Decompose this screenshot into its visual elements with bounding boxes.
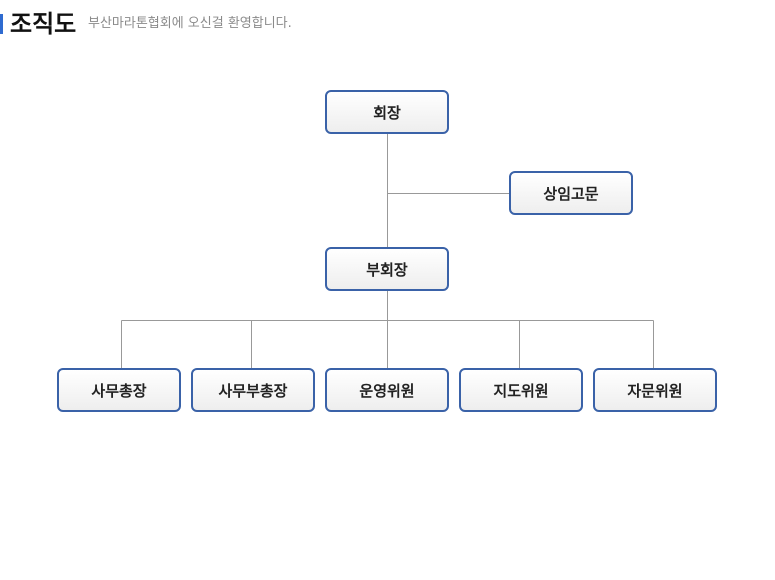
node-advisory-committee: 자문위원 <box>593 368 717 412</box>
node-steering-committee-label: 운영위원 <box>359 381 415 400</box>
node-chairman-label: 회장 <box>373 103 401 122</box>
node-secretary-general-label: 사무총장 <box>91 381 147 400</box>
node-chairman: 회장 <box>325 90 449 134</box>
node-deputy-secretary-general: 사무부총장 <box>191 368 315 412</box>
page-subtitle: 부산마라톤협회에 오신걸 환영합니다. <box>88 16 292 31</box>
page-title: 조직도 <box>10 10 77 38</box>
node-guidance-committee: 지도위원 <box>459 368 583 412</box>
node-vice-chairman-label: 부회장 <box>366 260 408 279</box>
node-secretary-general: 사무총장 <box>57 368 181 412</box>
node-guidance-committee-label: 지도위원 <box>493 381 549 400</box>
node-standing-advisor-label: 상임고문 <box>543 184 599 203</box>
node-standing-advisor: 상임고문 <box>509 171 633 215</box>
node-steering-committee: 운영위원 <box>325 368 449 412</box>
node-deputy-secretary-general-label: 사무부총장 <box>218 381 288 400</box>
node-advisory-committee-label: 자문위원 <box>627 381 683 400</box>
node-vice-chairman: 부회장 <box>325 247 449 291</box>
title-accent-bar <box>0 14 3 34</box>
